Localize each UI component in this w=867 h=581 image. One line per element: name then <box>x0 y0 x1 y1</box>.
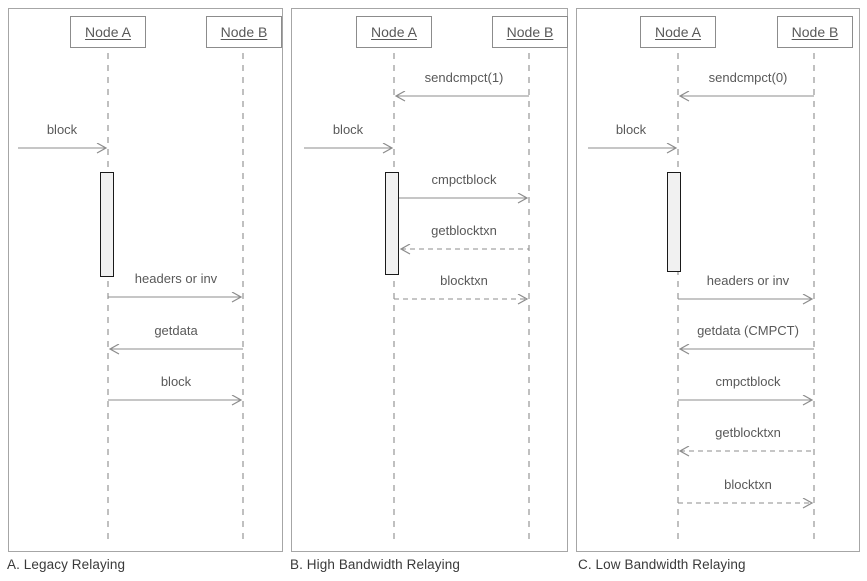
message-label-block: block <box>615 122 647 137</box>
caption-panel-a: A. Legacy Relaying <box>7 557 126 572</box>
participant-label: Node A <box>655 24 701 40</box>
message-label-getdata: getdata <box>154 323 198 338</box>
participant-label: Node A <box>371 24 417 40</box>
message-label-cmpctblock: cmpctblock <box>431 172 497 187</box>
panel-high-bandwidth-relaying <box>291 8 568 552</box>
participant-node-a-panel-a[interactable]: Node A <box>70 16 146 48</box>
message-label-sendcmpct-1: sendcmpct(1) <box>424 70 504 85</box>
participant-node-b-panel-c[interactable]: Node B <box>777 16 853 48</box>
participant-label: Node B <box>506 24 554 40</box>
panel-a-lines <box>18 41 244 543</box>
caption-panel-b: B. High Bandwidth Relaying <box>290 557 460 572</box>
message-label-block: block <box>332 122 364 137</box>
panel-low-bandwidth-relaying <box>576 8 860 552</box>
participant-node-b-panel-a[interactable]: Node B <box>206 16 282 48</box>
message-label-cmpctblock: cmpctblock <box>715 374 781 389</box>
panel-b-lines <box>304 41 530 543</box>
message-label-block-2: block <box>160 374 192 389</box>
message-label-sendcmpct-0: sendcmpct(0) <box>708 70 788 85</box>
participant-label: Node A <box>85 24 131 40</box>
participant-label: Node B <box>791 24 839 40</box>
caption-panel-c: C. Low Bandwidth Relaying <box>578 557 746 572</box>
activation-bar-node-a-panel-b <box>385 172 399 275</box>
message-label-block: block <box>46 122 78 137</box>
message-label-getblocktxn: getblocktxn <box>431 223 497 238</box>
message-label-blocktxn: blocktxn <box>440 273 488 288</box>
participant-node-a-panel-b[interactable]: Node A <box>356 16 432 48</box>
message-label-headers-or-inv: headers or inv <box>706 273 790 288</box>
panel-c-lines <box>588 41 815 543</box>
message-label-headers-or-inv: headers or inv <box>134 271 218 286</box>
panel-legacy-relaying <box>8 8 283 552</box>
participant-node-a-panel-c[interactable]: Node A <box>640 16 716 48</box>
participant-label: Node B <box>220 24 268 40</box>
participant-node-b-panel-b[interactable]: Node B <box>492 16 568 48</box>
message-label-blocktxn: blocktxn <box>724 477 772 492</box>
message-label-getblocktxn: getblocktxn <box>715 425 781 440</box>
activation-bar-node-a-panel-c <box>667 172 681 272</box>
message-label-getdata-cmpct: getdata (CMPCT) <box>697 323 799 338</box>
activation-bar-node-a-panel-a <box>100 172 114 277</box>
